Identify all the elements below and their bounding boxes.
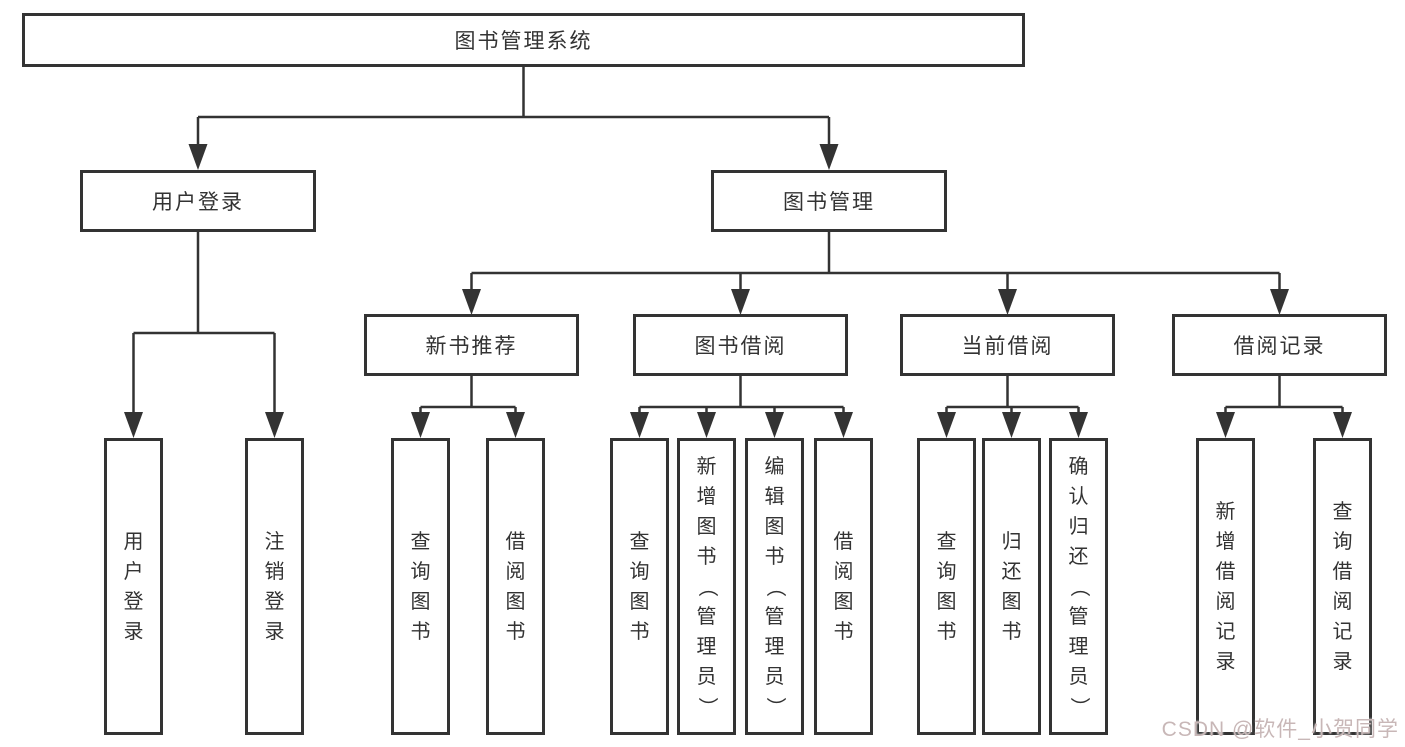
leaf-query-books-current: 查询图书 — [917, 438, 976, 735]
node-user-login: 用户登录 — [80, 170, 316, 232]
leaf-user-login: 用户登录 — [104, 438, 163, 735]
node-current-borrowing: 当前借阅 — [900, 314, 1115, 376]
leaf-borrow-books-recommend: 借阅图书 — [486, 438, 545, 735]
arrow-down-icon — [937, 412, 956, 438]
leaf-add-book-admin: 新增图书（管理员） — [677, 438, 736, 735]
node-label: 借阅图书 — [833, 530, 854, 643]
arrow-down-icon — [462, 289, 481, 315]
node-label: 借阅记录 — [1233, 335, 1326, 358]
leaf-edit-book-admin: 编辑图书（管理员） — [745, 438, 804, 735]
leaf-query-books-borrowing: 查询图书 — [610, 438, 669, 735]
leaf-query-books-recommend: 查询图书 — [391, 438, 450, 735]
leaf-query-borrow-record: 查询借阅记录 — [1313, 438, 1372, 735]
arrow-down-icon — [1216, 412, 1235, 438]
arrow-down-icon — [731, 289, 750, 315]
arrow-down-icon — [834, 412, 853, 438]
arrow-down-icon — [630, 412, 649, 438]
leaf-borrow-books-borrowing: 借阅图书 — [814, 438, 873, 735]
node-label: 查询图书 — [629, 530, 650, 643]
node-root-library-system: 图书管理系统 — [22, 13, 1025, 67]
node-label: 新增借阅记录 — [1215, 500, 1236, 673]
node-label: 查询图书 — [936, 530, 957, 643]
leaf-confirm-return-admin: 确认归还（管理员） — [1049, 438, 1108, 735]
arrow-down-icon — [998, 289, 1017, 315]
node-label: 图书管理 — [783, 191, 875, 214]
node-label: 用户登录 — [152, 191, 244, 214]
leaf-logout: 注销登录 — [245, 438, 304, 735]
node-label: 查询图书 — [410, 530, 431, 643]
node-label: 图书管理系统 — [454, 30, 593, 53]
node-new-book-recommendation: 新书推荐 — [364, 314, 579, 376]
node-label: 图书借阅 — [694, 335, 787, 358]
node-label: 归还图书 — [1001, 530, 1022, 643]
arrow-down-icon — [411, 412, 430, 438]
node-label: 借阅图书 — [505, 530, 526, 643]
node-label: 查询借阅记录 — [1332, 500, 1353, 673]
arrow-down-icon — [1002, 412, 1021, 438]
node-label: 当前借阅 — [961, 335, 1054, 358]
arrow-down-icon — [765, 412, 784, 438]
arrow-down-icon — [819, 144, 839, 170]
node-label: 新书推荐 — [425, 335, 518, 358]
node-label: 用户登录 — [123, 530, 144, 643]
node-book-borrowing: 图书借阅 — [633, 314, 848, 376]
csdn-watermark: CSDN @软件_小贺同学 — [1161, 718, 1399, 741]
node-label: 编辑图书（管理员） — [763, 455, 786, 717]
node-book-management: 图书管理 — [711, 170, 947, 232]
arrowhead-icons — [124, 144, 1352, 438]
node-label: 新增图书（管理员） — [695, 455, 718, 717]
arrow-down-icon — [697, 412, 716, 438]
arrow-down-icon — [124, 412, 143, 438]
arrow-down-icon — [1333, 412, 1352, 438]
arrow-down-icon — [188, 144, 208, 170]
node-label: 确认归还（管理员） — [1067, 455, 1090, 717]
arrow-down-icon — [506, 412, 525, 438]
node-borrowing-records: 借阅记录 — [1172, 314, 1387, 376]
arrow-down-icon — [1069, 412, 1088, 438]
leaf-return-books: 归还图书 — [982, 438, 1041, 735]
leaf-add-borrow-record: 新增借阅记录 — [1196, 438, 1255, 735]
node-label: 注销登录 — [264, 530, 285, 643]
arrow-down-icon — [265, 412, 284, 438]
arrow-down-icon — [1270, 289, 1289, 315]
